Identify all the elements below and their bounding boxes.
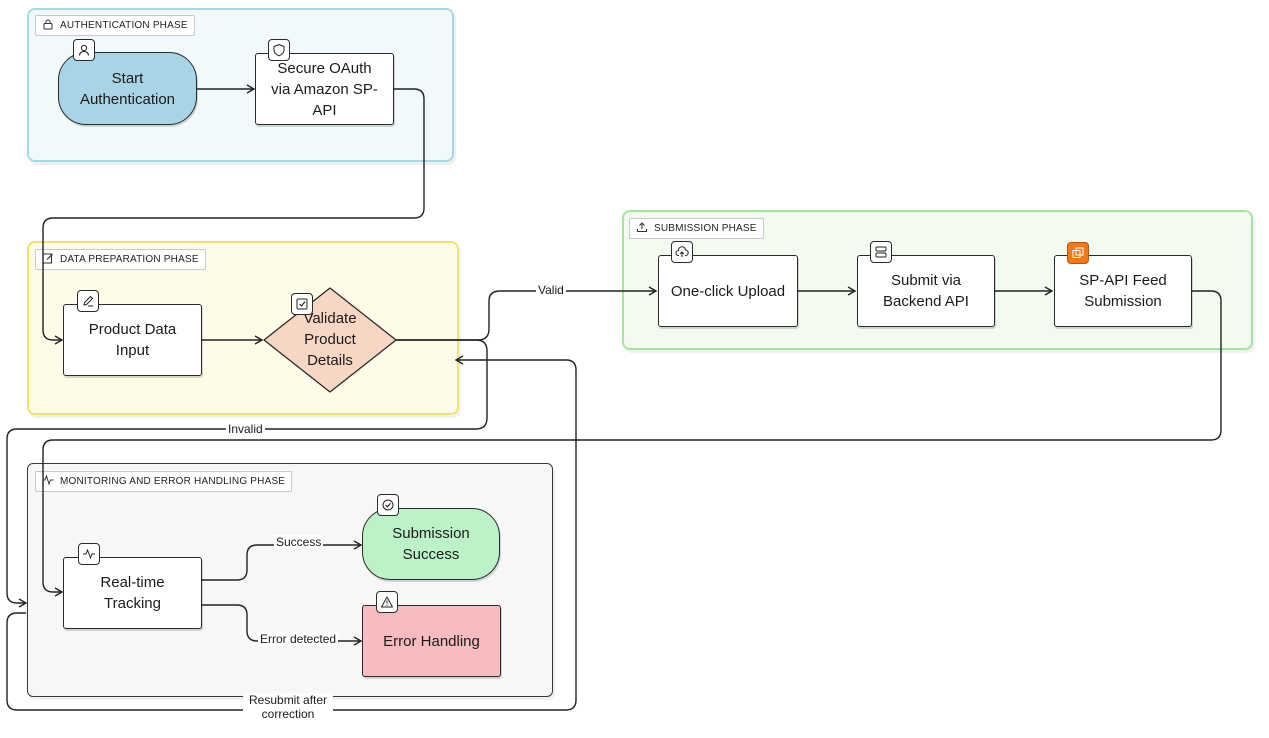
node-text: Secure OAuth xyxy=(277,59,372,77)
aws-icon xyxy=(1067,242,1089,264)
node-text: SP-API Feed xyxy=(1079,272,1167,289)
node-text: Backend API xyxy=(883,293,969,310)
node-text: Authentication xyxy=(79,90,176,108)
phase-title: DATA PREPARATION PHASE xyxy=(60,254,199,265)
shield-icon xyxy=(268,39,290,61)
monitoring-phase-label: MONITORING AND ERROR HANDLING PHASE xyxy=(35,471,293,492)
node-text: Submission xyxy=(392,525,470,542)
node-text: Start xyxy=(111,69,144,87)
secure-oauth-node[interactable]: Secure OAuth via Amazon SP- API xyxy=(255,53,394,125)
edge-validate-valid xyxy=(396,286,658,341)
validate-node-label: Validate Product Details xyxy=(290,308,370,371)
phase-title: SUBMISSION PHASE xyxy=(654,223,757,234)
error-handling-node[interactable]: Error Handling xyxy=(362,605,501,677)
node-text: Details xyxy=(307,352,353,369)
edge-label-invalid: Invalid xyxy=(226,422,265,436)
check-square-icon xyxy=(291,293,313,315)
node-text: Input xyxy=(115,342,150,359)
node-text: Submission xyxy=(1084,293,1162,310)
cloud-upload-icon xyxy=(671,241,693,263)
pencil-icon xyxy=(77,290,99,312)
one-click-upload-node[interactable]: One-click Upload xyxy=(658,255,798,327)
edge-label-valid: Valid xyxy=(536,283,566,297)
warning-icon xyxy=(376,591,398,613)
upload-icon xyxy=(636,221,648,236)
authentication-phase-label: AUTHENTICATION PHASE xyxy=(35,15,195,36)
user-icon xyxy=(73,39,95,61)
edge-label-error-detected: Error detected xyxy=(258,632,339,646)
node-text: Tracking xyxy=(104,595,161,612)
submission-phase-label: SUBMISSION PHASE xyxy=(629,218,764,239)
node-text: Submit via xyxy=(890,272,962,289)
node-text: via Amazon SP- xyxy=(271,80,378,98)
edge-oauth-to-product xyxy=(42,88,425,345)
resubmit-line-1: Resubmit after xyxy=(249,693,328,707)
phase-title: MONITORING AND ERROR HANDLING PHASE xyxy=(60,476,286,487)
node-text: One-click Upload xyxy=(670,282,786,300)
node-text: Product xyxy=(304,331,356,348)
node-text: Validate xyxy=(303,310,357,327)
edge-tracking-success xyxy=(202,540,363,581)
node-text: Error Handling xyxy=(383,632,480,650)
lock-icon xyxy=(42,18,54,33)
node-text: API xyxy=(312,101,337,119)
edge-feed-to-tracking xyxy=(42,290,1222,597)
activity-icon xyxy=(42,474,54,489)
phase-title: AUTHENTICATION PHASE xyxy=(60,20,188,31)
server-icon xyxy=(870,241,892,263)
resubmit-line-2: correction xyxy=(261,707,315,721)
edge-label-resubmit: Resubmit after correction xyxy=(243,693,334,721)
activity-icon xyxy=(78,543,100,565)
edge-tracking-error xyxy=(202,604,363,646)
node-text: Success xyxy=(402,546,460,563)
node-text: Product Data xyxy=(88,321,177,338)
node-text: Real-time xyxy=(100,574,165,591)
check-circle-icon xyxy=(377,494,399,516)
edge-label-success: Success xyxy=(274,535,324,549)
